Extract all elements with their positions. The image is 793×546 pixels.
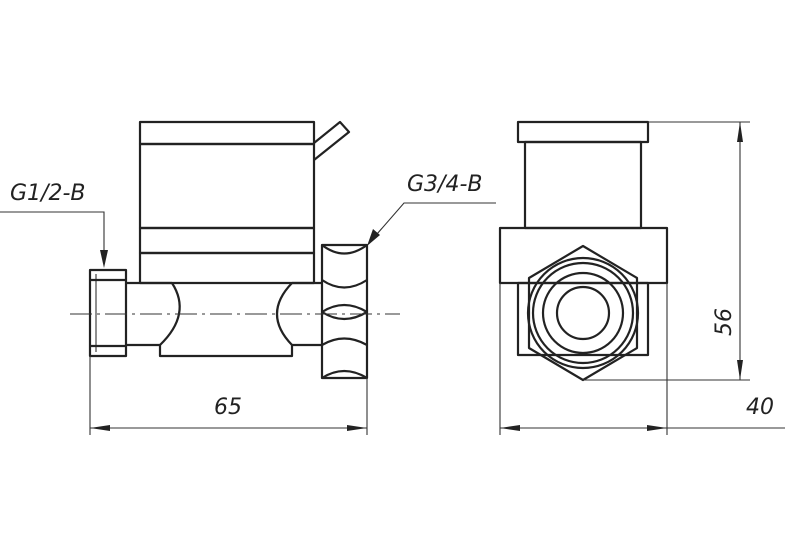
front-view: 65 G1/2-B G3/4-B	[0, 120, 496, 435]
power-cable	[313, 120, 351, 161]
inlet-thread-label: G1/2-B	[10, 181, 86, 206]
side-motor-housing	[516, 120, 650, 230]
motor-housing	[138, 120, 316, 285]
pump-body	[126, 281, 322, 358]
side-view: 56 40	[498, 120, 785, 435]
height-dimension-label: 56	[712, 308, 737, 336]
length-dimension	[89, 356, 368, 435]
outlet-thread-leader	[367, 202, 496, 246]
width-dimension-label: 40	[746, 395, 774, 420]
inlet-thread-leader	[0, 211, 108, 268]
outlet-union-nut	[320, 243, 369, 380]
width-dimension	[499, 283, 785, 435]
length-dimension-label: 65	[214, 395, 242, 420]
outlet-thread-label: G3/4-B	[407, 172, 483, 197]
side-pump-body	[498, 226, 669, 357]
inlet-connector	[88, 268, 128, 358]
hex-nut	[526, 244, 640, 382]
